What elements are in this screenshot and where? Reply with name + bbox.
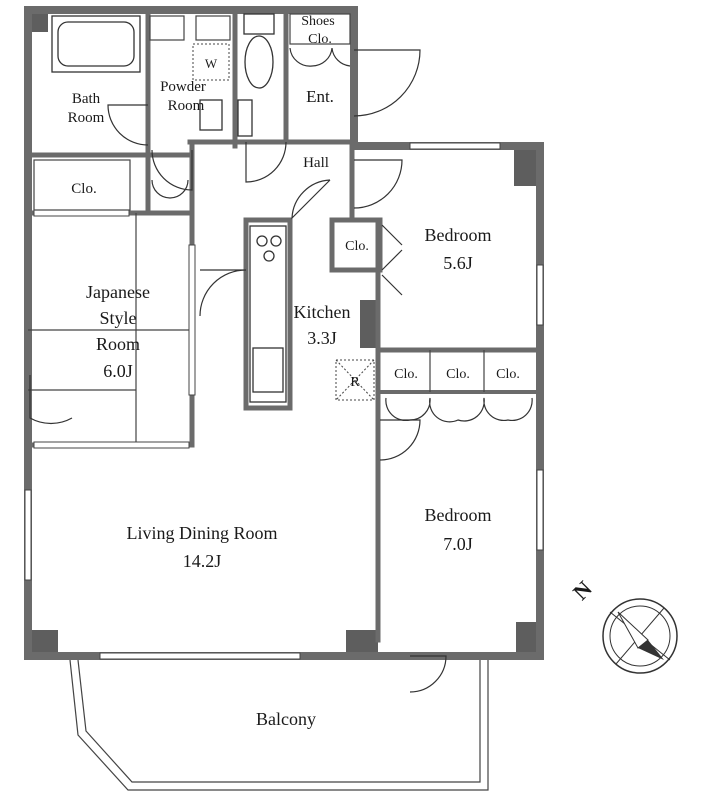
japanese-room-label-2: Style (99, 308, 136, 328)
japanese-room-label-3: Room (96, 334, 140, 354)
powder-room-label-1: Powder (160, 79, 206, 95)
compass-icon: N (568, 576, 678, 674)
north-label: N (568, 576, 597, 605)
bedroom2-size: 7.0J (443, 534, 473, 554)
kitchen-sink (252, 347, 284, 393)
entrance-label: Ent. (306, 87, 334, 106)
living-dining-size: 14.2J (183, 551, 222, 571)
kitchen-size: 3.3J (307, 328, 337, 348)
bedroom1-label: Bedroom (425, 225, 492, 245)
room-labels: Bath Room Powder Room W Shoes Clo. Ent. … (68, 14, 520, 729)
powder-sink (199, 99, 223, 131)
closet-bedroom2-label-2: Clo. (446, 367, 470, 382)
closet-bedroom2-label-1: Clo. (394, 367, 418, 382)
hall-label: Hall (303, 155, 329, 171)
toilet-bowl (244, 35, 274, 89)
japanese-room-size: 6.0J (103, 361, 133, 381)
fixtures (33, 13, 375, 403)
closet-bedroom2-label-3: Clo. (496, 367, 520, 382)
bedroom1-size: 5.6J (443, 253, 473, 273)
balcony-outline (69, 659, 489, 791)
bath-room-label-2: Room (68, 110, 105, 126)
living-dining-label: Living Dining Room (126, 523, 277, 543)
bath-room-label-1: Bath (72, 91, 101, 107)
powder-room-label-2: Room (168, 98, 205, 114)
kitchen-label: Kitchen (294, 302, 351, 322)
shoes-closet-label-1: Shoes (301, 14, 334, 29)
shoes-closet-label-2: Clo. (308, 32, 332, 47)
bedroom2-label: Bedroom (425, 505, 492, 525)
windows (24, 142, 544, 660)
closet-bedroom1-label: Clo. (345, 239, 369, 254)
closet-west-label: Clo. (71, 181, 96, 197)
washer-space (192, 43, 230, 81)
fridge-label: R (350, 375, 360, 390)
balcony-label: Balcony (256, 709, 316, 729)
doors (29, 47, 533, 693)
japanese-room-label-1: Japanese (86, 282, 150, 302)
fridge-space (335, 359, 375, 401)
toilet-tank (243, 13, 275, 35)
washer-label: W (205, 56, 218, 71)
